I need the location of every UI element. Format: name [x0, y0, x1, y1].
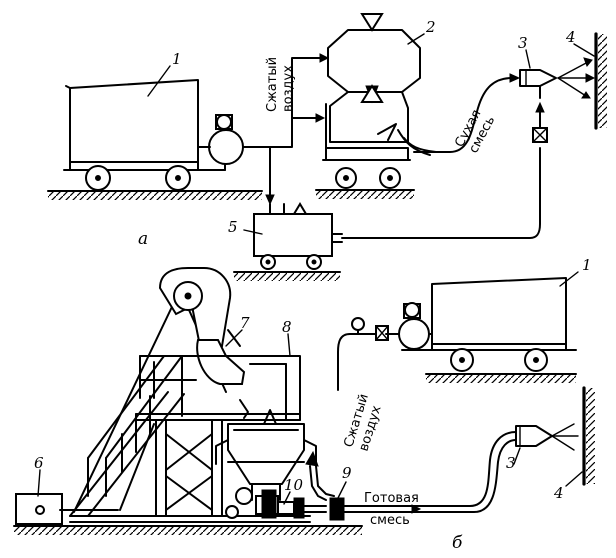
ground-a-center — [315, 189, 415, 199]
part-b-labels: 1 7 8 6 10 9 3 4 б Сжатый воздух Готовая… — [34, 256, 592, 553]
mixer — [158, 267, 249, 419]
ready-mix-label-line2: смесь — [370, 513, 410, 528]
compressor-motor-a — [197, 114, 263, 165]
water-line — [341, 101, 548, 239]
ground-a-left — [47, 190, 263, 200]
ground-b-right — [425, 373, 577, 383]
label-5: 5 — [228, 218, 238, 236]
air-label-a-line1: Сжатый — [265, 57, 280, 112]
label-9: 9 — [342, 464, 352, 482]
water-tank — [253, 202, 343, 270]
ground-b — [13, 525, 363, 535]
compressor-wagon-b — [401, 277, 577, 372]
wall-a — [594, 32, 607, 130]
mixing-chamber — [329, 497, 353, 521]
label-8: 8 — [282, 318, 292, 336]
label-4-a: 4 — [565, 28, 576, 46]
compressor-motor-b — [385, 302, 433, 350]
dry-mix-hose — [413, 73, 521, 153]
wall-b — [582, 386, 595, 486]
platform — [135, 355, 301, 517]
ground-a-tank — [233, 271, 341, 281]
label-4-b: 4 — [553, 484, 564, 502]
hopper — [215, 409, 317, 501]
ready-mix-label-line1: Готовая — [364, 491, 419, 506]
label-6: 6 — [34, 454, 44, 472]
label-10: 10 — [284, 476, 304, 494]
label-2: 2 — [425, 18, 436, 36]
subfigure-a: а — [138, 229, 148, 249]
label-3-b: 3 — [506, 454, 516, 472]
label-1-b: 1 — [582, 256, 592, 274]
leader-lines — [37, 33, 595, 505]
air-label-a-line2: воздух — [281, 65, 296, 112]
ready-mix-hose — [351, 431, 517, 514]
label-7: 7 — [240, 314, 250, 332]
part-a-labels: 1 2 3 4 5 а Сжатый воздух Сухая смесь — [138, 18, 576, 249]
nozzle-b — [515, 423, 579, 451]
compressor-wagon-a — [63, 79, 226, 191]
subfigure-b: б — [452, 533, 463, 553]
air-line-b — [305, 317, 389, 501]
air-line-a — [261, 53, 330, 206]
label-3-a: 3 — [518, 34, 528, 52]
nozzle-a — [519, 57, 596, 99]
gun-machine — [322, 13, 437, 189]
pump — [225, 487, 327, 519]
label-1-a: 1 — [172, 50, 182, 68]
